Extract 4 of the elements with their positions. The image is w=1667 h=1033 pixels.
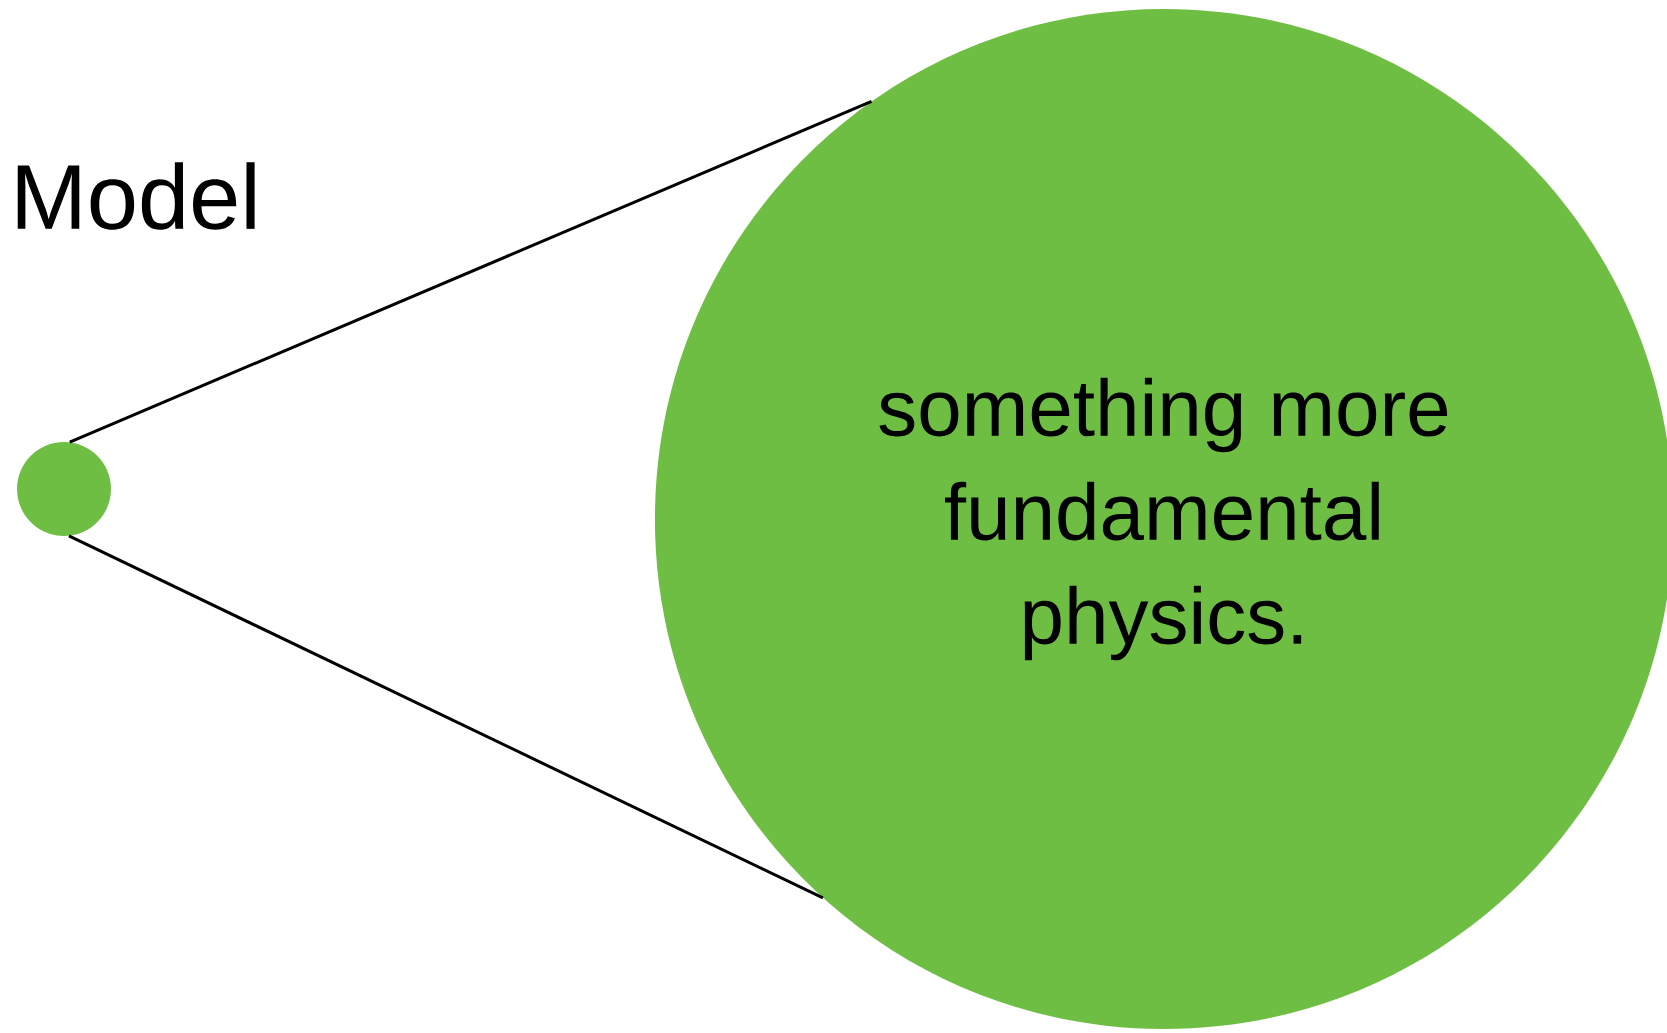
line — [68, 534, 824, 900]
circle — [17, 442, 111, 536]
line — [69, 99, 873, 444]
label-text: Model — [17, 162, 255, 230]
